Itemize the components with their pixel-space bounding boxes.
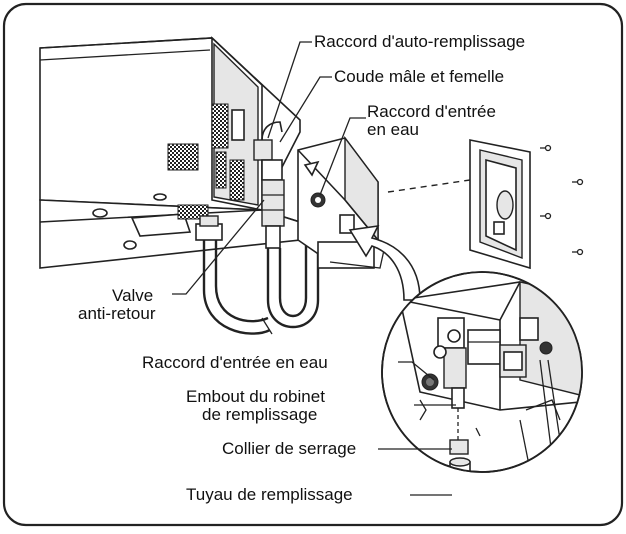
label-fill-valve-tip-1: Embout du robinet: [186, 387, 325, 406]
label-water-inlet-top-2: en eau: [367, 120, 419, 139]
label-auto-fill-fitting: Raccord d'auto-remplissage: [314, 32, 526, 51]
label-hose-clamp: Collier de serrage: [222, 439, 357, 458]
assembly-dashed-line: [387, 179, 471, 193]
label-check-valve-1: Valve: [112, 286, 154, 305]
label-check-valve-2: anti-retour: [78, 304, 156, 323]
label-water-inlet-detail: Raccord d'entrée en eau: [142, 353, 328, 372]
fill-pipe-assembly: [195, 121, 320, 335]
detail-callout-arrow: [348, 224, 421, 301]
detail-magnifier: [381, 271, 583, 473]
label-fill-valve-tip-2: de remplissage: [202, 405, 318, 424]
label-water-inlet-top-1: Raccord d'entrée: [367, 102, 496, 121]
label-elbow: Coude mâle et femelle: [334, 67, 505, 86]
access-panel: [469, 139, 584, 270]
label-fill-hose: Tuyau de remplissage: [186, 485, 353, 504]
appliance-body: [39, 36, 301, 269]
leader-lines: [172, 41, 456, 496]
